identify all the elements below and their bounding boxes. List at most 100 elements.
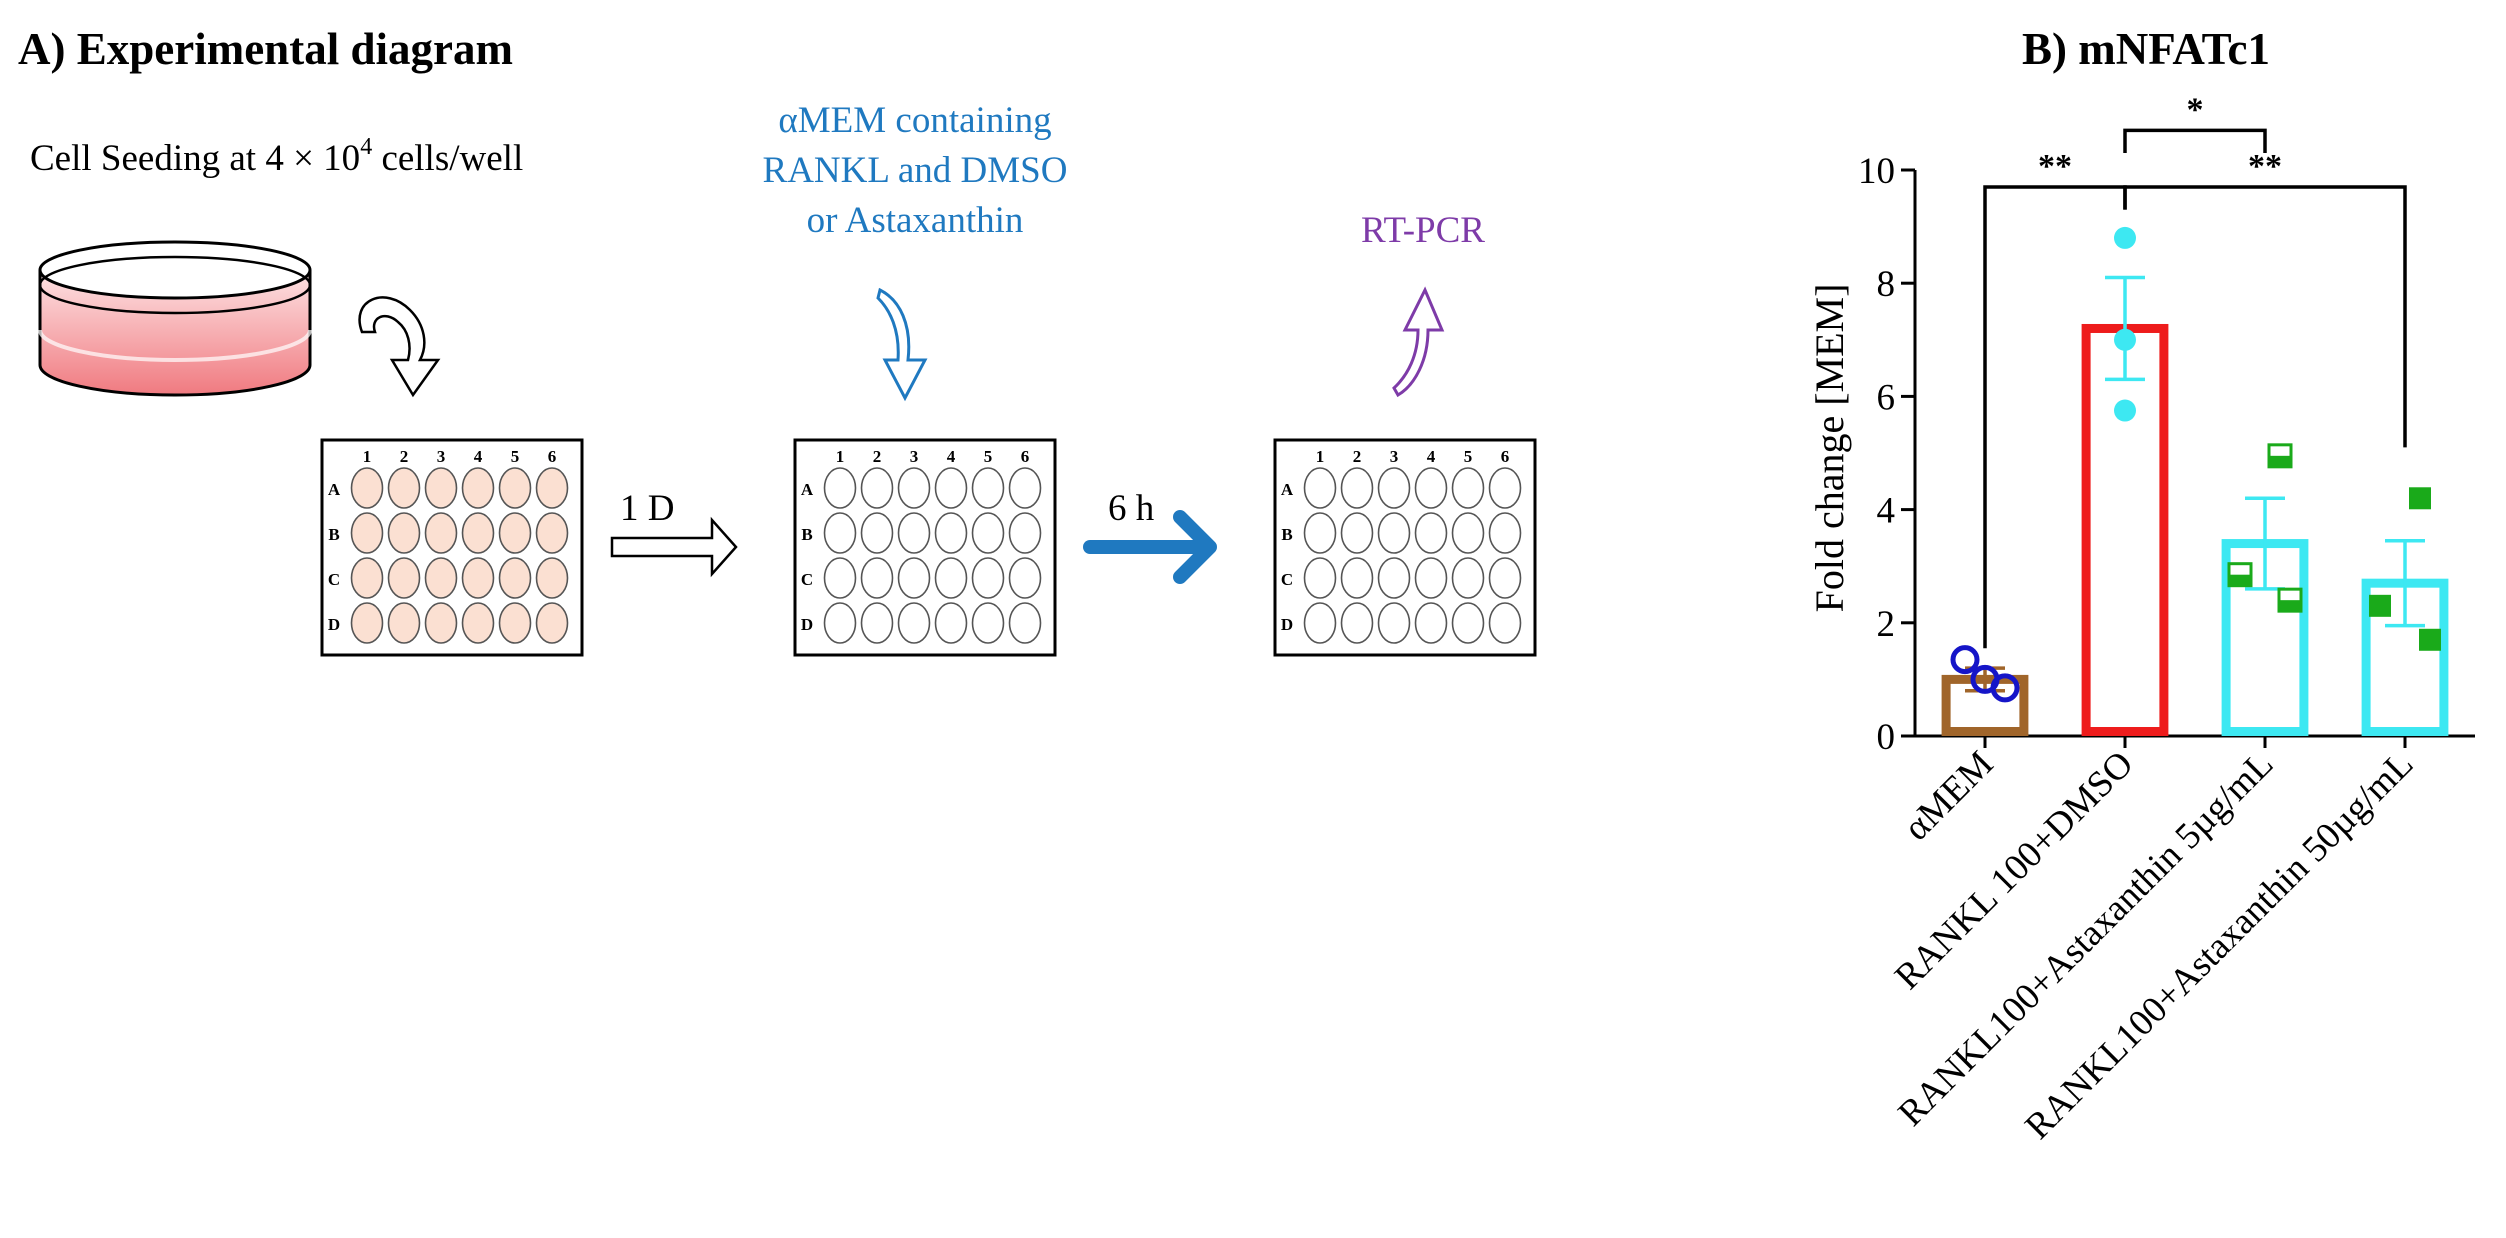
seeded-plate-col-6: 6 (548, 447, 557, 466)
cell-seeding-exponent: 4 (360, 134, 372, 160)
y-tick-label: 8 (1877, 264, 1896, 305)
harvest-plate-col-1: 1 (1316, 447, 1325, 466)
cell-seeding-tail: cells/well (372, 138, 523, 179)
seeded-plate-well-A3 (424, 467, 458, 509)
harvest-plate-col-2: 2 (1353, 447, 1362, 466)
treatment-plate-well-B3 (897, 512, 931, 554)
treatment-plate-well-D2 (860, 602, 894, 644)
treatment-plate-well-A1 (823, 467, 857, 509)
data-point (1950, 645, 1980, 675)
seeded-plate-well-B3 (424, 512, 458, 554)
treatment-plate-well-D6 (1008, 602, 1042, 644)
treatment-plate-well-A5 (971, 467, 1005, 509)
data-point (2409, 487, 2431, 510)
harvest-plate-well-A6 (1488, 467, 1522, 509)
harvest-plate-well-C3 (1377, 557, 1411, 599)
treatment-plate-well-C5 (971, 557, 1005, 599)
seeded-plate-well-C5 (498, 557, 532, 599)
treatment-plate-col-2: 2 (873, 447, 882, 466)
seeded-plate-well-C2 (387, 557, 421, 599)
seeded-plate-well-B6 (535, 512, 569, 554)
treatment-plate-well-D1 (823, 602, 857, 644)
treatment-plate-well-D5 (971, 602, 1005, 644)
harvest-plate-row-D: D (1281, 615, 1293, 634)
harvest-plate-well-B2 (1340, 512, 1374, 554)
chart-bars (1941, 323, 2449, 737)
treatment-plate-well-B6 (1008, 512, 1042, 554)
data-point (1990, 673, 2020, 703)
seeded-plate-well-B5 (498, 512, 532, 554)
treatment-plate-well-B5 (971, 512, 1005, 554)
seeded-plate-well-D1 (350, 602, 384, 644)
harvest-plate-well-D5 (1451, 602, 1485, 644)
harvest-plate-well-B3 (1377, 512, 1411, 554)
seeded-plate-well-D3 (424, 602, 458, 644)
rt-pcr-label: RT-PCR (1361, 210, 1485, 251)
seeded-plate-well-B2 (387, 512, 421, 554)
treatment-plate-well-C1 (823, 557, 857, 599)
x-tick-label: RANKL 100+DMSO (1887, 743, 2141, 997)
treatment-plate-well-C2 (860, 557, 894, 599)
seeded-plate-col-1: 1 (363, 447, 372, 466)
chart-significance: ***** (1983, 91, 2407, 649)
bar (2081, 323, 2169, 736)
harvest-plate-col-5: 5 (1464, 447, 1473, 466)
harvest-plate-well-C5 (1451, 557, 1485, 599)
step-1d-label: 1 D (620, 488, 674, 529)
significance-bracket (2123, 185, 2407, 448)
seeded-plate-row-A: A (328, 480, 341, 499)
treatment-plate-row-A: A (801, 480, 814, 499)
treatment-plate-well-B1 (823, 512, 857, 554)
treatment-plate-well-D3 (897, 602, 931, 644)
significance-bracket (2123, 128, 2267, 154)
harvest-plate-well-C6 (1488, 557, 1522, 599)
y-tick-label: 6 (1877, 377, 1896, 418)
treatment-curved-arrow-icon (876, 287, 928, 402)
seeded-plate-well-A1 (350, 467, 384, 509)
treatment-plate-well-B4 (934, 512, 968, 554)
y-tick-label: 2 (1877, 604, 1896, 645)
data-point (2267, 443, 2293, 469)
harvest-plate-row-C: C (1281, 570, 1293, 589)
y-axis-label: Fold change [MEM] (1807, 284, 1852, 613)
treatment-plate-well-C4 (934, 557, 968, 599)
harvest-plate-col-4: 4 (1427, 447, 1436, 466)
panel-a-experimental-diagram: A) Experimental diagram Cell Seeding at … (18, 24, 1537, 657)
seeded-plate-well-D5 (498, 602, 532, 644)
treatment-plate-well-A2 (860, 467, 894, 509)
harvest-plate-row-A: A (1281, 480, 1294, 499)
harvest-plate-well-B4 (1414, 512, 1448, 554)
seeded-plate-col-3: 3 (437, 447, 446, 466)
significance-label: ** (2038, 148, 2072, 185)
data-point (2227, 562, 2253, 588)
harvest-plate-well-A2 (1340, 467, 1374, 509)
data-point (2114, 328, 2136, 351)
seeded-plate-well-C6 (535, 557, 569, 599)
harvest-plate-well-D1 (1303, 602, 1337, 644)
treatment-plate-well-C6 (1008, 557, 1042, 599)
harvest-plate-well-D3 (1377, 602, 1411, 644)
seeded-plate-well-A2 (387, 467, 421, 509)
harvest-plate-well-A4 (1414, 467, 1448, 509)
treatment-plate-well-A4 (934, 467, 968, 509)
seeded-plate-well-C1 (350, 557, 384, 599)
harvest-plate-row-B: B (1281, 525, 1292, 544)
significance-bracket (1983, 185, 2127, 649)
y-tick-label: 10 (1858, 151, 1895, 192)
seeded-plate-row-D: D (328, 615, 340, 634)
step-6h-arrow-icon (1083, 510, 1217, 584)
seeded-plate-well-C4 (461, 557, 495, 599)
chart-title: B) mNFATc1 (2022, 24, 2270, 74)
treatment-plate-well-A3 (897, 467, 931, 509)
treatment-plate-well-D4 (934, 602, 968, 644)
data-point (2277, 587, 2303, 613)
treatment-plate-row-B: B (801, 525, 812, 544)
harvest-plate-col-6: 6 (1501, 447, 1510, 466)
harvest-plate-well-A5 (1451, 467, 1485, 509)
seeded-plate-row-B: B (328, 525, 339, 544)
treatment-line-1: αMEM containing (778, 100, 1051, 141)
treatment-plate-well-A6 (1008, 467, 1042, 509)
treatment-plate-col-3: 3 (910, 447, 919, 466)
